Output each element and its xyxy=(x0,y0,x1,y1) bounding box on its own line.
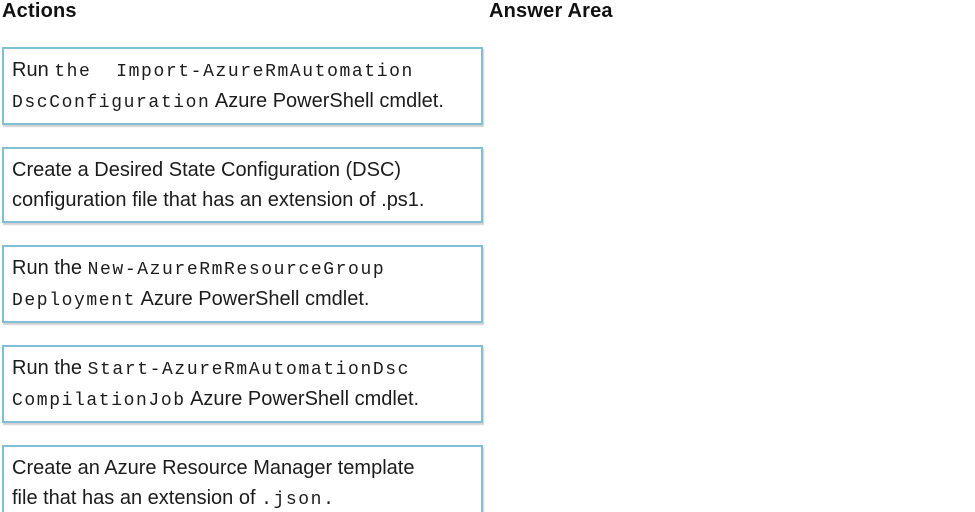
action-box[interactable]: Create a Desired State Configuration (DS… xyxy=(2,147,483,223)
action-text: Create an Azure Resource Manager templat… xyxy=(12,457,415,479)
action-text-line: Create a Desired State Configuration (DS… xyxy=(12,156,475,186)
action-text-line: CompilationJob Azure PowerShell cmdlet. xyxy=(12,385,475,416)
action-text: Run the xyxy=(12,257,88,279)
cmdlet-code-text: New-AzureRmResourceGroup xyxy=(87,260,386,280)
action-text-line: Run the New-AzureRmResourceGroup xyxy=(12,254,475,285)
action-text-line: Deployment Azure PowerShell cmdlet. xyxy=(12,285,475,316)
action-text: configuration file that has an extension… xyxy=(12,189,425,211)
answer-column: Answer Area xyxy=(489,0,969,482)
action-text-line: Create an Azure Resource Manager templat… xyxy=(12,454,475,484)
cmdlet-code-text: Start-AzureRmAutomationDsc xyxy=(87,360,411,380)
action-text-line: Run the Import-AzureRmAutomation xyxy=(12,56,475,87)
action-text-line: file that has an extension of .json. xyxy=(12,484,475,512)
cmdlet-code-text: CompilationJob xyxy=(12,391,186,411)
action-text: Azure PowerShell cmdlet. xyxy=(210,90,444,112)
action-text: Run xyxy=(12,59,55,81)
answer-area-title: Answer Area xyxy=(489,0,613,22)
action-text: file that has an extension of xyxy=(12,487,262,509)
action-text-line: DscConfiguration Azure PowerShell cmdlet… xyxy=(12,87,475,118)
cmdlet-code-text: .json. xyxy=(261,490,336,510)
action-text-line: Run the Start-AzureRmAutomationDsc xyxy=(12,354,475,385)
action-text: Azure PowerShell cmdlet. xyxy=(136,288,370,310)
action-text-line: configuration file that has an extension… xyxy=(12,186,475,216)
cmdlet-code-text: DscConfiguration xyxy=(12,93,211,113)
cmdlet-code-text: the Import-AzureRmAutomation xyxy=(54,62,414,82)
cmdlet-code-text: Deployment xyxy=(12,291,137,311)
actions-column: Actions Run the Import-AzureRmAutomation… xyxy=(2,0,484,512)
answer-area-dropzone[interactable] xyxy=(489,22,969,482)
action-box[interactable]: Create an Azure Resource Manager templat… xyxy=(2,445,483,512)
action-text: Create a Desired State Configuration (DS… xyxy=(12,159,402,181)
actions-column-title: Actions xyxy=(2,0,77,22)
action-text: Azure PowerShell cmdlet. xyxy=(185,388,420,410)
action-text: Run the xyxy=(12,357,88,379)
